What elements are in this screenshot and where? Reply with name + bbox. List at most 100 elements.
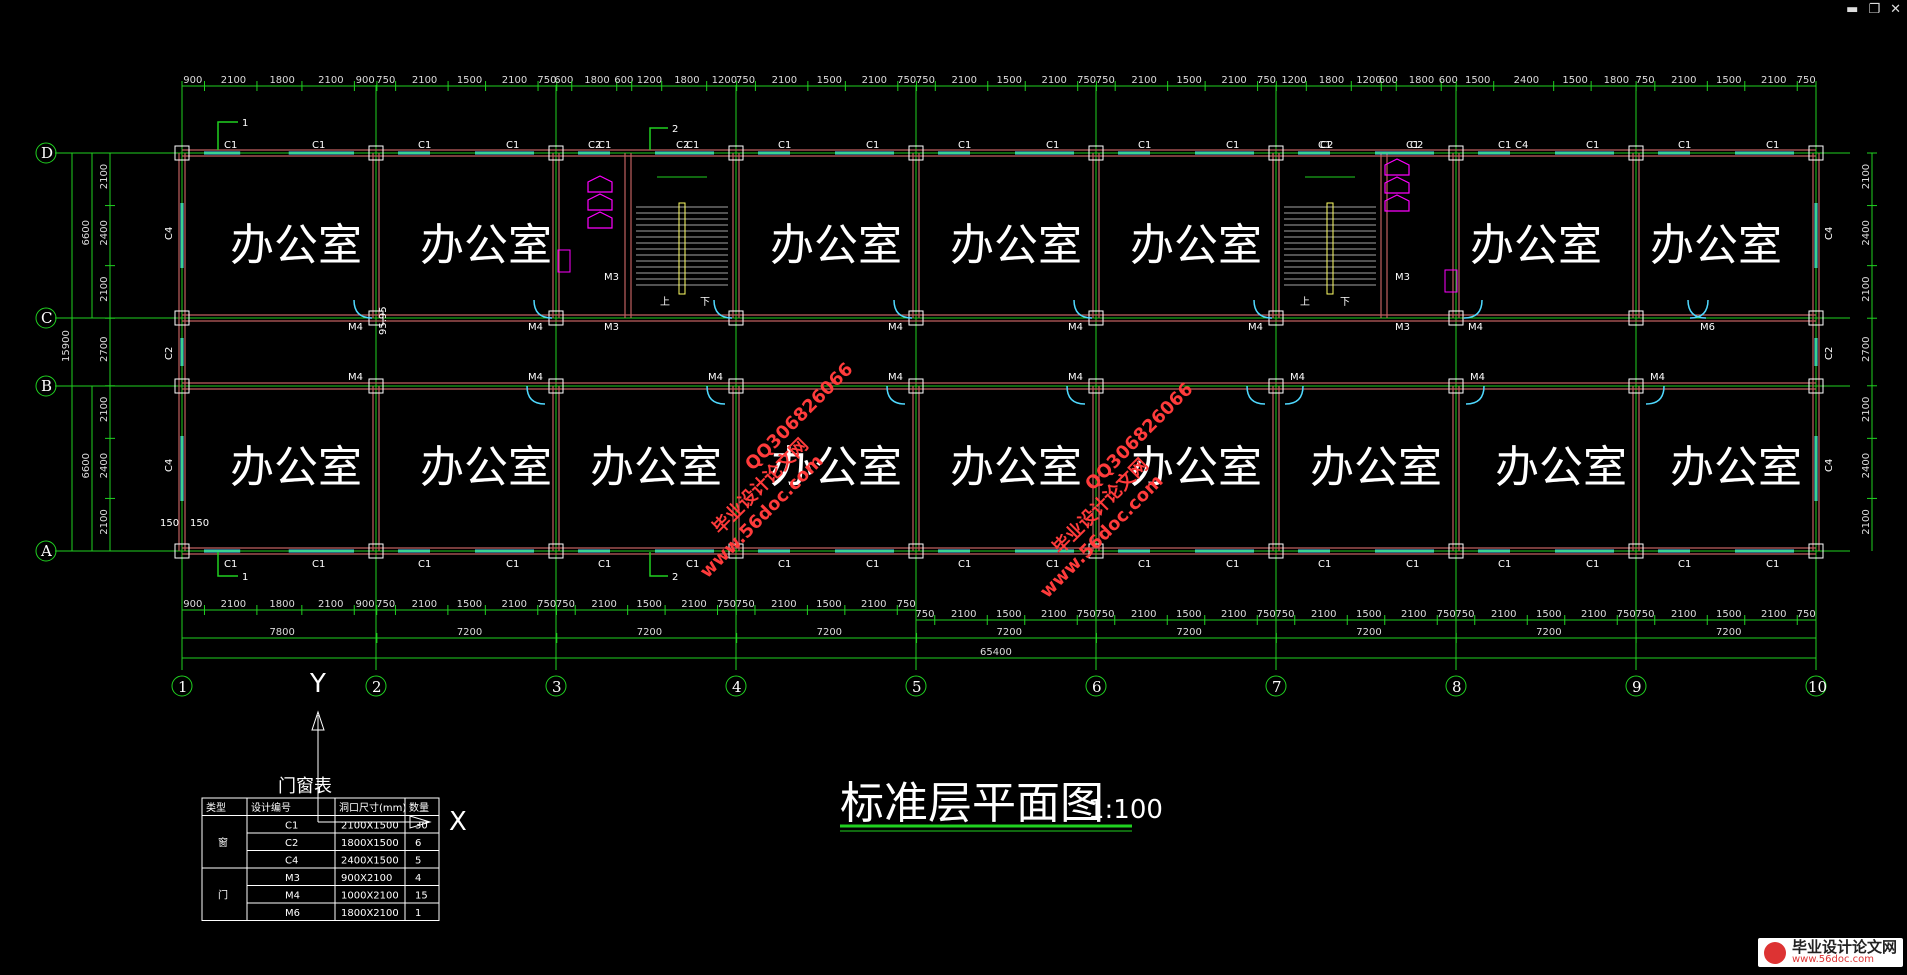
column [1088,145,1104,161]
column [548,543,564,559]
dim-bottom-a-value: 2100 [318,599,343,610]
dim-right-value: 2100 [1861,397,1872,422]
table-size-cell: 900X2100 [341,873,392,884]
dim-top-value: 2100 [221,75,246,86]
dim-bottom-a-value: 1500 [636,599,661,610]
column [174,310,190,326]
window-code: C1 [312,559,325,570]
window-code-c2: C2 [1320,140,1333,151]
table-header-cell: 数量 [409,801,429,814]
dim-bottom-a-value: 750 [376,599,395,610]
door-code-m3: M3 [1395,322,1410,333]
room-label-office: 办公室 [770,442,902,493]
column [174,145,190,161]
dim-left-inner-value: 2100 [99,509,110,534]
grid-bubble-col [1625,675,1647,697]
dim-top-value: 750 [897,75,916,86]
table-count-cell: 15 [415,891,428,902]
door-code-m4: M4 [528,322,543,333]
dim-top-value: 750 [1635,75,1654,86]
door-swing [713,299,733,319]
column [1628,145,1644,161]
table-count-cell: 4 [415,873,421,884]
door-swing [1253,299,1273,319]
window-code: C1 [866,140,879,151]
dim-bottom-a-value: 900 [183,599,202,610]
drawing-title: 标准层平面图 [840,778,1104,829]
grid-bubble-col [1445,675,1467,697]
table-type-cell: 门 [218,888,228,901]
room-label-office: 办公室 [420,442,552,493]
dim-right-value: 2700 [1861,337,1872,362]
site-logo[interactable]: 毕业设计论文网 www.56doc.com [1757,938,1903,967]
dim-top-value: 2100 [1761,75,1786,86]
dim-top-value: 1500 [457,75,482,86]
dim-left-total-value: 15900 [61,330,72,362]
dim-bottom-b-value: 1500 [1536,609,1561,620]
dim-bottom-a-value: 900 [356,599,375,610]
dim-left-inner-value: 2100 [99,397,110,422]
grid-bubble-col-label: 8 [1452,678,1462,696]
section-mark-1-label: 1 [242,118,248,129]
window-code: C1 [1498,559,1511,570]
dim-left-inner-value: 2700 [99,337,110,362]
window-code-c4: C4 [1824,459,1835,472]
dim-top-value: 2100 [412,75,437,86]
dim-left-inner-value: 2400 [99,220,110,245]
grid-bubble-col-label: 9 [1632,678,1642,696]
dim-top-value: 750 [1257,75,1276,86]
logo-url: www.56doc.com [1791,954,1875,965]
dim-bays-value: 7800 [269,627,294,638]
window-code: C1 [1678,140,1691,151]
door-swing [893,299,913,319]
section-mark-1 [217,552,238,577]
dim-bottom-b-value: 750 [1797,609,1816,620]
table-header-cell: 类型 [206,801,226,814]
dim-top-value: 1500 [996,75,1021,86]
dim-top-value: 2100 [772,75,797,86]
room-label-office: 办公室 [1470,220,1602,271]
close-button[interactable]: ✕ [1890,2,1901,17]
room-label-office: 办公室 [590,442,722,493]
column [1628,310,1644,326]
column-dim: 150 [190,518,209,529]
window-code: C1 [598,559,611,570]
window-code: C1 [1138,140,1151,151]
room-label-office: 办公室 [1310,442,1442,493]
table-size-cell: 1000X2100 [341,891,399,902]
dim-right-value: 2400 [1861,453,1872,478]
room-label-office: 办公室 [1670,442,1802,493]
door-swing [1463,299,1483,319]
grid-bubble-col-label: 3 [552,678,562,696]
door-code-m4: M4 [888,372,903,383]
column [548,378,564,394]
dim-bottom-a-value: 750 [736,599,755,610]
stair-dim-label: 95.95 [378,306,389,335]
grid-bubble-col-label: 1 [178,678,188,696]
stair-up-label: 上 [1300,296,1310,308]
grid-bubble-col [545,675,567,697]
grid-bubble-row [35,540,57,562]
restore-button[interactable]: ❐ [1868,2,1881,17]
window-code-c2: C2 [588,140,601,151]
table-size-cell: 2400X1500 [341,856,399,867]
column [1448,310,1464,326]
column [1808,378,1824,394]
toilet-fixture [1384,176,1410,194]
column [1808,310,1824,326]
table-type-cell: 窗 [218,836,228,849]
dim-top-value: 1800 [1319,75,1344,86]
table-code-cell: C4 [285,856,298,867]
column [548,145,564,161]
room-label-office: 办公室 [1130,442,1262,493]
table-count-cell: 30 [415,821,428,832]
dim-bottom-b-value: 2100 [1131,609,1156,620]
dim-top-value: 750 [1096,75,1115,86]
minimize-button[interactable]: ▬ [1846,2,1859,17]
stair-handrail [1326,202,1334,295]
window-code: C1 [506,559,519,570]
door-code-m4: M4 [888,322,903,333]
section-mark-1 [217,121,238,150]
column [1808,543,1824,559]
